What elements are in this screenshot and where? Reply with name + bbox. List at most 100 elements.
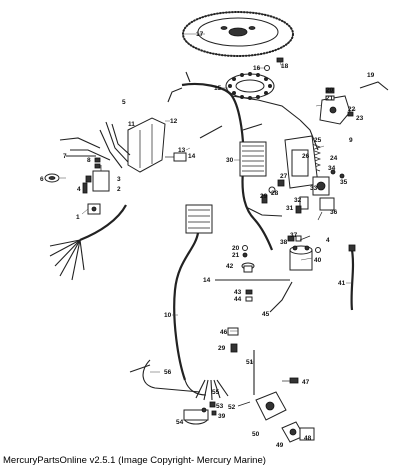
callout-28: 28	[271, 190, 279, 197]
harness-leads-left	[49, 204, 127, 281]
callout-39: 39	[218, 413, 226, 420]
callout-9: 9	[349, 137, 353, 144]
callout-42: 42	[226, 263, 234, 270]
flywheel	[182, 11, 294, 57]
switch-32	[299, 196, 309, 210]
callout-14-top: 14	[188, 153, 196, 160]
callout-16: 16	[253, 65, 261, 72]
callout-44: 44	[234, 296, 242, 303]
fastener-28	[268, 186, 276, 194]
callout-18: 18	[281, 63, 289, 70]
callout-32: 32	[294, 197, 302, 204]
callout-23: 23	[356, 115, 364, 122]
fastener-27	[277, 179, 285, 187]
callout-33: 33	[310, 185, 318, 192]
callout-37: 37	[290, 232, 298, 239]
callout-40: 40	[314, 257, 322, 264]
callout-17: 17	[196, 31, 204, 38]
callout-43: 43	[234, 289, 242, 296]
lead-52	[237, 401, 251, 407]
callout-6: 6	[40, 176, 44, 183]
plate-49	[281, 421, 305, 443]
callout-20-lower: 20	[232, 245, 240, 252]
callout-29-lower: 29	[218, 345, 226, 352]
parts-43-44	[245, 289, 253, 302]
callout-13: 13	[178, 147, 186, 154]
harness-56	[129, 359, 201, 393]
callout-8: 8	[87, 157, 91, 164]
flywheel-nut	[276, 57, 284, 63]
callout-4-right: 4	[326, 237, 330, 244]
wiring-harness-exploded-diagram: 17 18 16 19 15 20 21 22 23 5 12 11 9 13 …	[40, 11, 389, 449]
callout-48: 48	[304, 435, 312, 442]
callout-25: 25	[314, 137, 322, 144]
callout-24: 24	[330, 155, 338, 162]
callout-53: 53	[216, 403, 224, 410]
connector-bundle-55	[195, 379, 229, 401]
fastener-29	[261, 194, 268, 204]
ignition-coil-1	[87, 203, 101, 215]
screw-53	[209, 401, 216, 408]
callout-14-lower: 14	[203, 277, 211, 284]
callout-4: 4	[77, 186, 81, 193]
callout-56: 56	[164, 369, 172, 376]
callout-31: 31	[286, 205, 294, 212]
terminal-47	[282, 377, 299, 384]
callout-52: 52	[228, 404, 236, 411]
callout-54: 54	[176, 419, 184, 426]
harness-10	[173, 204, 213, 396]
plate-48	[299, 427, 315, 441]
callout-46: 46	[220, 329, 228, 336]
callout-10: 10	[164, 312, 172, 319]
plug-42	[241, 262, 255, 273]
callout-35: 35	[340, 179, 348, 186]
lead-45	[269, 281, 293, 313]
callout-11: 11	[128, 121, 135, 128]
clip-29-lower	[230, 343, 238, 353]
callout-29: 29	[260, 193, 268, 200]
washer-16	[264, 65, 270, 71]
callout-50: 50	[252, 431, 260, 438]
callout-34: 34	[328, 165, 336, 172]
callout-12: 12	[170, 118, 178, 125]
trim-sender-50	[255, 391, 287, 421]
callout-7: 7	[63, 153, 67, 160]
callout-21-lower: 21	[232, 252, 240, 259]
fasteners-7-9	[66, 155, 101, 169]
callout-21: 21	[326, 95, 334, 102]
grommet-6	[44, 173, 60, 183]
callout-5: 5	[122, 99, 126, 106]
callout-26: 26	[302, 153, 310, 160]
switch-box	[127, 117, 166, 173]
callout-2: 2	[117, 186, 121, 193]
callout-36: 36	[330, 209, 338, 216]
callout-1: 1	[76, 214, 80, 221]
solenoid-33	[312, 176, 330, 196]
callout-labels: 17 18 16 19 15 20 21 22 23 5 12 11 9 13 …	[40, 31, 375, 449]
callout-41: 41	[338, 280, 346, 287]
rectifier-bracket	[319, 87, 354, 125]
callout-15: 15	[214, 85, 222, 92]
terminal-strip	[239, 141, 267, 177]
terminals-37-38	[287, 235, 311, 242]
callout-47: 47	[302, 379, 310, 386]
rod-14-upper	[199, 125, 223, 139]
callout-45: 45	[262, 311, 270, 318]
screw-39	[211, 410, 217, 416]
bolt-4	[82, 182, 88, 194]
callout-19: 19	[367, 72, 375, 79]
callout-30: 30	[226, 157, 234, 164]
battery-cable-41	[348, 244, 356, 311]
callout-22: 22	[348, 106, 356, 113]
connector-13	[165, 152, 187, 162]
image-copyright-caption: MercuryPartsOnline v2.5.1 (Image Copyrig…	[3, 455, 266, 466]
part-31	[295, 205, 302, 214]
mounting-bracket-26	[284, 135, 319, 189]
parts-20-21	[242, 245, 248, 258]
callout-3: 3	[117, 176, 121, 183]
callout-27: 27	[280, 173, 288, 180]
relay-36	[317, 197, 335, 221]
callout-51: 51	[246, 359, 254, 366]
callout-49: 49	[276, 442, 284, 449]
callout-38: 38	[280, 239, 288, 246]
